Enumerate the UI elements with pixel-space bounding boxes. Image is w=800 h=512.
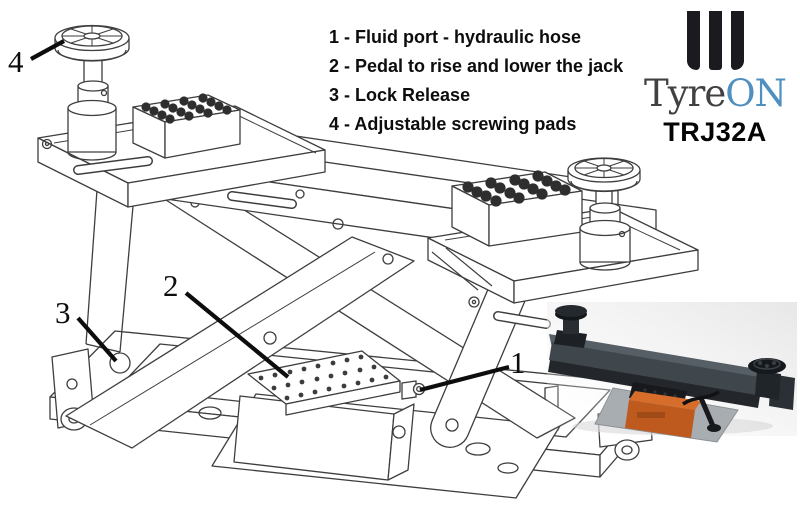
callout-number-4: 4 <box>8 44 24 79</box>
legend-item-2: 2 - Pedal to rise and lower the jack <box>329 56 624 76</box>
photo-pump-front <box>625 400 695 438</box>
brand-name-tyre: Tyre <box>644 72 726 115</box>
model-number: TRJ32A <box>663 116 767 147</box>
right-platform <box>427 207 699 329</box>
callout-leader-lines <box>29 39 510 393</box>
photo-handle-foot <box>707 424 721 432</box>
brand-name-on: ON <box>725 72 787 115</box>
foot-pedal <box>247 350 401 416</box>
legend-item-1: 1 - Fluid port - hydraulic hose <box>329 27 582 47</box>
screwing-pad-left <box>54 24 130 161</box>
photo-left-pad-base <box>554 330 587 348</box>
rubber-block-pad-left <box>132 93 241 159</box>
screwing-pad-right <box>567 157 641 271</box>
callout-number-2: 2 <box>163 268 179 303</box>
logo-bar-left <box>686 11 700 70</box>
photo-right-pad-base <box>755 370 781 400</box>
product-photo <box>547 302 797 443</box>
photo-handle-lever <box>698 395 716 429</box>
photo-hydraulic-hose <box>682 390 720 406</box>
parts-legend: 1 - Fluid port - hydraulic hose 2 - Peda… <box>329 23 623 139</box>
hydraulic-pump-box <box>233 395 415 481</box>
tyreon-three-bars-icon <box>686 11 744 70</box>
photo-beam-front <box>549 342 765 396</box>
rubber-block-pad-right <box>451 170 583 247</box>
photo-right-pad-ring <box>753 358 781 370</box>
brand-name: TyreON <box>634 72 796 115</box>
photo-left-pad-top <box>555 305 587 317</box>
legend-item-4: 4 - Adjustable screwing pads <box>329 114 577 134</box>
logo-bar-middle <box>708 11 722 70</box>
photo-pump-label <box>637 412 665 418</box>
logo-bar-right <box>730 11 744 70</box>
callout-number-1: 1 <box>510 345 526 380</box>
callout-number-3: 3 <box>55 295 71 330</box>
legend-item-3: 3 - Lock Release <box>329 85 471 105</box>
photo-pump-top <box>629 391 701 410</box>
brand-block: TyreON TRJ32A <box>634 0 796 148</box>
